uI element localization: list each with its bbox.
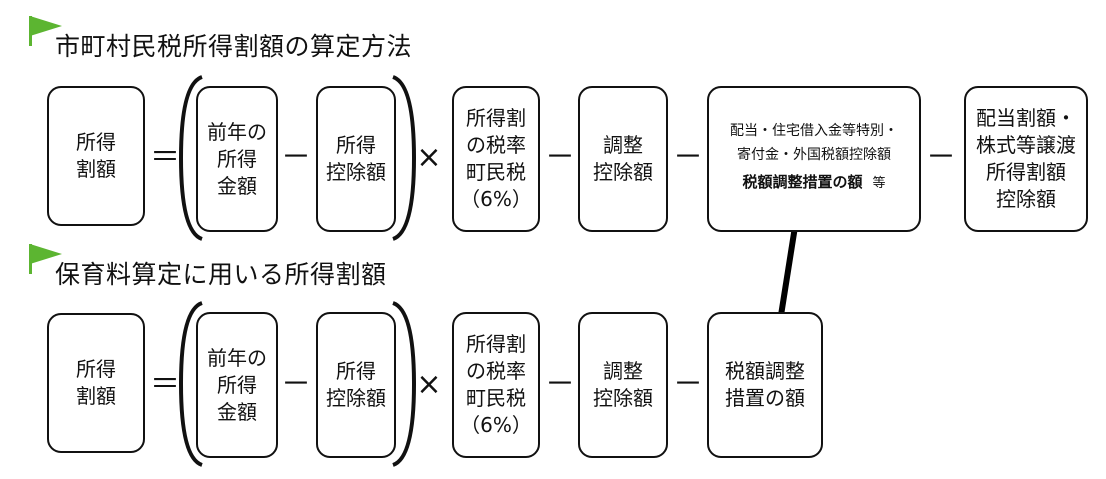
text-line: 控除額	[326, 160, 386, 184]
text-line: 配当・住宅借入金等特別・	[730, 123, 898, 139]
minus-operator: －	[545, 140, 575, 175]
text-line: 町民税	[466, 386, 526, 410]
text-line: 調整	[603, 133, 643, 157]
text-line: 控除額	[326, 386, 386, 410]
text-line: 割額	[76, 157, 116, 181]
text-line: 控除額	[593, 160, 653, 184]
text-line: 措置の額	[725, 386, 805, 410]
minus-operator: －	[545, 367, 575, 402]
text-line: の税率	[466, 359, 526, 383]
minus-operator: －	[673, 367, 703, 402]
minus-operator: －	[926, 140, 956, 175]
box-shotoku-kojo: 所得 控除額	[316, 312, 396, 458]
text-line: 税額調整	[725, 359, 805, 383]
text-line-bold: 税額調整措置の額等	[742, 167, 885, 199]
text-line: 前年の	[207, 345, 267, 370]
times-operator: ×	[416, 367, 442, 402]
text-line: 株式等譲渡	[976, 133, 1076, 157]
text-line: の税率	[466, 133, 526, 157]
flag-icon	[29, 16, 62, 46]
text-line: 割額	[76, 384, 116, 408]
text-line: 所得割額	[986, 160, 1066, 184]
right-bracket	[392, 301, 417, 467]
text-line: 配当割額・	[976, 106, 1076, 130]
suffix-text: 等	[872, 176, 886, 191]
box-shotoku-kojo: 所得 控除額	[316, 86, 396, 232]
box-shotoku-wariagaku: 所得 割額	[47, 313, 145, 453]
box-zeiritsu: 所得割 の税率 町民税 （6%）	[452, 86, 540, 232]
times-operator: ×	[416, 140, 442, 175]
text-line: 所得	[76, 130, 116, 154]
text-line: （6%）	[460, 413, 532, 437]
equals-operator: ＝	[150, 140, 180, 175]
minus-operator: －	[281, 367, 311, 402]
text-line: 所得割	[466, 106, 526, 130]
equals-operator: ＝	[150, 367, 180, 402]
section1-title: 市町村民税所得割額の算定方法	[55, 32, 413, 61]
minus-operator: －	[281, 140, 311, 175]
text-line: 金額	[217, 399, 257, 424]
text-line: （6%）	[460, 187, 532, 211]
box-zennen-shotoku: 前年の 所得 金額	[196, 312, 278, 458]
text-line: 所得割	[466, 332, 526, 356]
box-zeigaku-chosei: 税額調整 措置の額	[707, 312, 823, 458]
section2-title: 保育料算定に用いる所得割額	[55, 260, 387, 289]
right-bracket	[392, 75, 417, 241]
text-line: 所得	[217, 372, 257, 397]
flag-icon	[29, 244, 62, 274]
text-line: 控除額	[593, 386, 653, 410]
text-line: 所得	[336, 359, 376, 383]
text-line: 所得	[76, 357, 116, 381]
box-chosei-kojo: 調整 控除額	[578, 86, 668, 232]
text-line: 町民税	[466, 160, 526, 184]
text-line: 所得	[217, 146, 257, 171]
box-haito-kojo: 配当・住宅借入金等特別・ 寄付金・外国税額控除額 税額調整措置の額等	[707, 86, 921, 232]
text-line: 前年の	[207, 119, 267, 144]
text-line: 控除額	[996, 187, 1056, 211]
text-line: 金額	[217, 173, 257, 198]
left-bracket	[178, 75, 203, 241]
box-zennen-shotoku: 前年の 所得 金額	[196, 86, 278, 232]
text-line: 寄付金・外国税額控除額	[737, 147, 891, 163]
minus-operator: －	[673, 140, 703, 175]
box-kabushiki-kojo: 配当割額・ 株式等譲渡 所得割額 控除額	[964, 86, 1088, 232]
left-bracket	[178, 301, 203, 467]
text-line: 調整	[603, 359, 643, 383]
box-zeiritsu: 所得割 の税率 町民税 （6%）	[452, 312, 540, 458]
text-line: 所得	[336, 133, 376, 157]
bold-text: 税額調整措置の額	[742, 173, 863, 191]
box-shotoku-wariagaku: 所得 割額	[47, 86, 145, 226]
box-chosei-kojo: 調整 控除額	[578, 312, 668, 458]
